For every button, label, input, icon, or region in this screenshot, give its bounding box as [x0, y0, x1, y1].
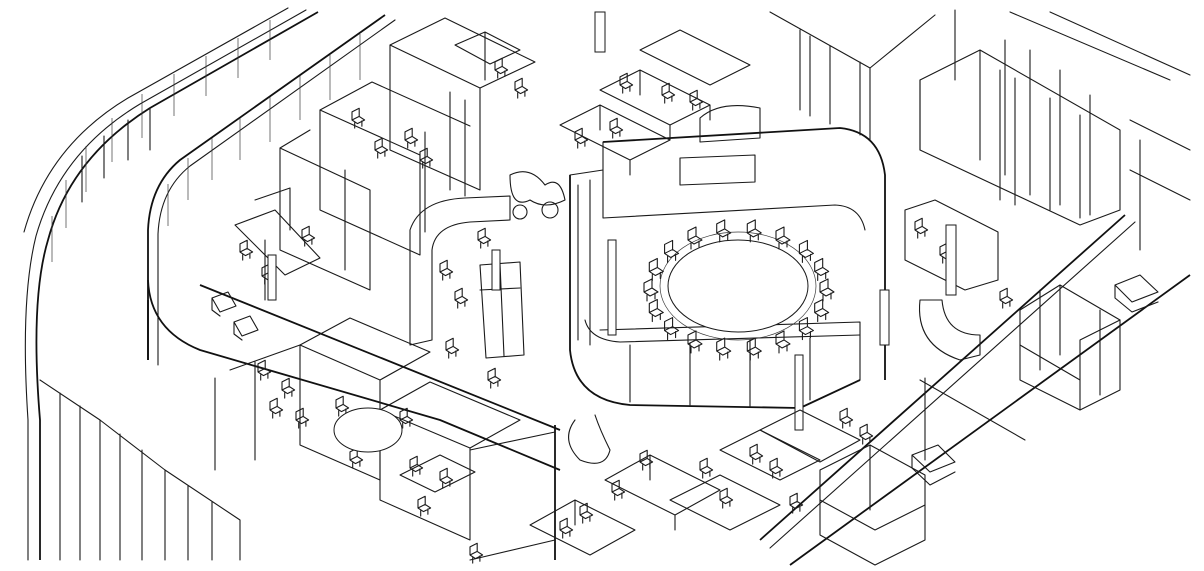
structural-columns — [267, 11, 957, 346]
chair-glyph — [335, 395, 350, 417]
chair-glyph — [454, 287, 469, 309]
chair-glyph — [648, 298, 664, 323]
chair-glyph — [494, 57, 509, 79]
chair-glyph — [775, 330, 791, 354]
chair-glyph — [404, 127, 419, 149]
chair-glyph — [445, 337, 460, 359]
chair-glyph — [351, 107, 366, 129]
chair-glyph — [699, 457, 714, 479]
chair-glyph — [419, 147, 434, 169]
private-office-rooms — [279, 17, 536, 291]
workstation-clusters — [234, 29, 861, 556]
chair-glyph — [417, 495, 432, 517]
chair-glyph — [487, 367, 502, 389]
chair-glyph — [439, 467, 454, 489]
chair-glyph — [769, 457, 784, 479]
chair-glyph — [648, 257, 664, 282]
chair-glyph — [661, 82, 676, 104]
chair-glyph — [477, 227, 492, 249]
chair-glyph — [716, 337, 732, 361]
round-meeting-table — [333, 407, 403, 453]
lounge-seating — [409, 105, 999, 464]
chair-glyph — [746, 219, 762, 243]
chair-glyph — [775, 226, 791, 250]
chair-glyph — [914, 217, 929, 239]
chair-glyph — [749, 443, 764, 465]
chair-glyph — [999, 287, 1014, 309]
chair-glyph — [664, 239, 680, 263]
lounge-armchairs — [211, 274, 1159, 486]
task-chairs — [239, 57, 1014, 564]
chair-glyph — [643, 278, 659, 302]
chair-glyph — [269, 397, 284, 419]
chair-glyph — [687, 226, 703, 250]
perimeter-rooms-right — [769, 9, 1191, 251]
chair-glyph — [301, 225, 316, 247]
chair-glyph — [746, 337, 762, 361]
chair-glyph — [374, 137, 389, 159]
chair-glyph — [579, 502, 594, 524]
conference-chairs — [643, 219, 835, 361]
chair-glyph — [399, 407, 414, 429]
chair-glyph — [814, 257, 830, 282]
conference-room — [569, 127, 886, 431]
chair-glyph — [619, 72, 634, 94]
chair-glyph — [439, 259, 454, 281]
chair-glyph — [789, 492, 804, 514]
chair-glyph — [798, 239, 814, 263]
chair-glyph — [469, 542, 484, 564]
chair-glyph — [639, 449, 654, 471]
chair-glyph — [798, 317, 814, 341]
chair-glyph — [719, 487, 734, 509]
chair-glyph — [611, 479, 626, 501]
chair-glyph — [281, 377, 296, 399]
chair-glyph — [814, 298, 830, 323]
chair-glyph — [687, 330, 703, 354]
chair-glyph — [609, 117, 624, 139]
chair-glyph — [559, 517, 574, 539]
chair-glyph — [514, 77, 529, 99]
oval-conference-table — [659, 231, 817, 341]
corridor-glass-wall — [147, 14, 561, 471]
chair-glyph — [239, 239, 254, 261]
chair-glyph — [859, 423, 874, 445]
chair-glyph — [409, 455, 424, 477]
chair-glyph — [257, 359, 272, 381]
chair-glyph — [819, 278, 835, 302]
chair-glyph — [295, 407, 310, 429]
right-lower-rooms — [819, 284, 1121, 566]
chair-glyph — [664, 317, 680, 341]
outer-facade — [23, 7, 319, 561]
lower-meeting-rooms — [214, 317, 556, 561]
chair-glyph — [839, 407, 854, 429]
chair-glyph — [689, 89, 704, 111]
chair-glyph — [574, 127, 589, 149]
chair-glyph — [716, 219, 732, 243]
